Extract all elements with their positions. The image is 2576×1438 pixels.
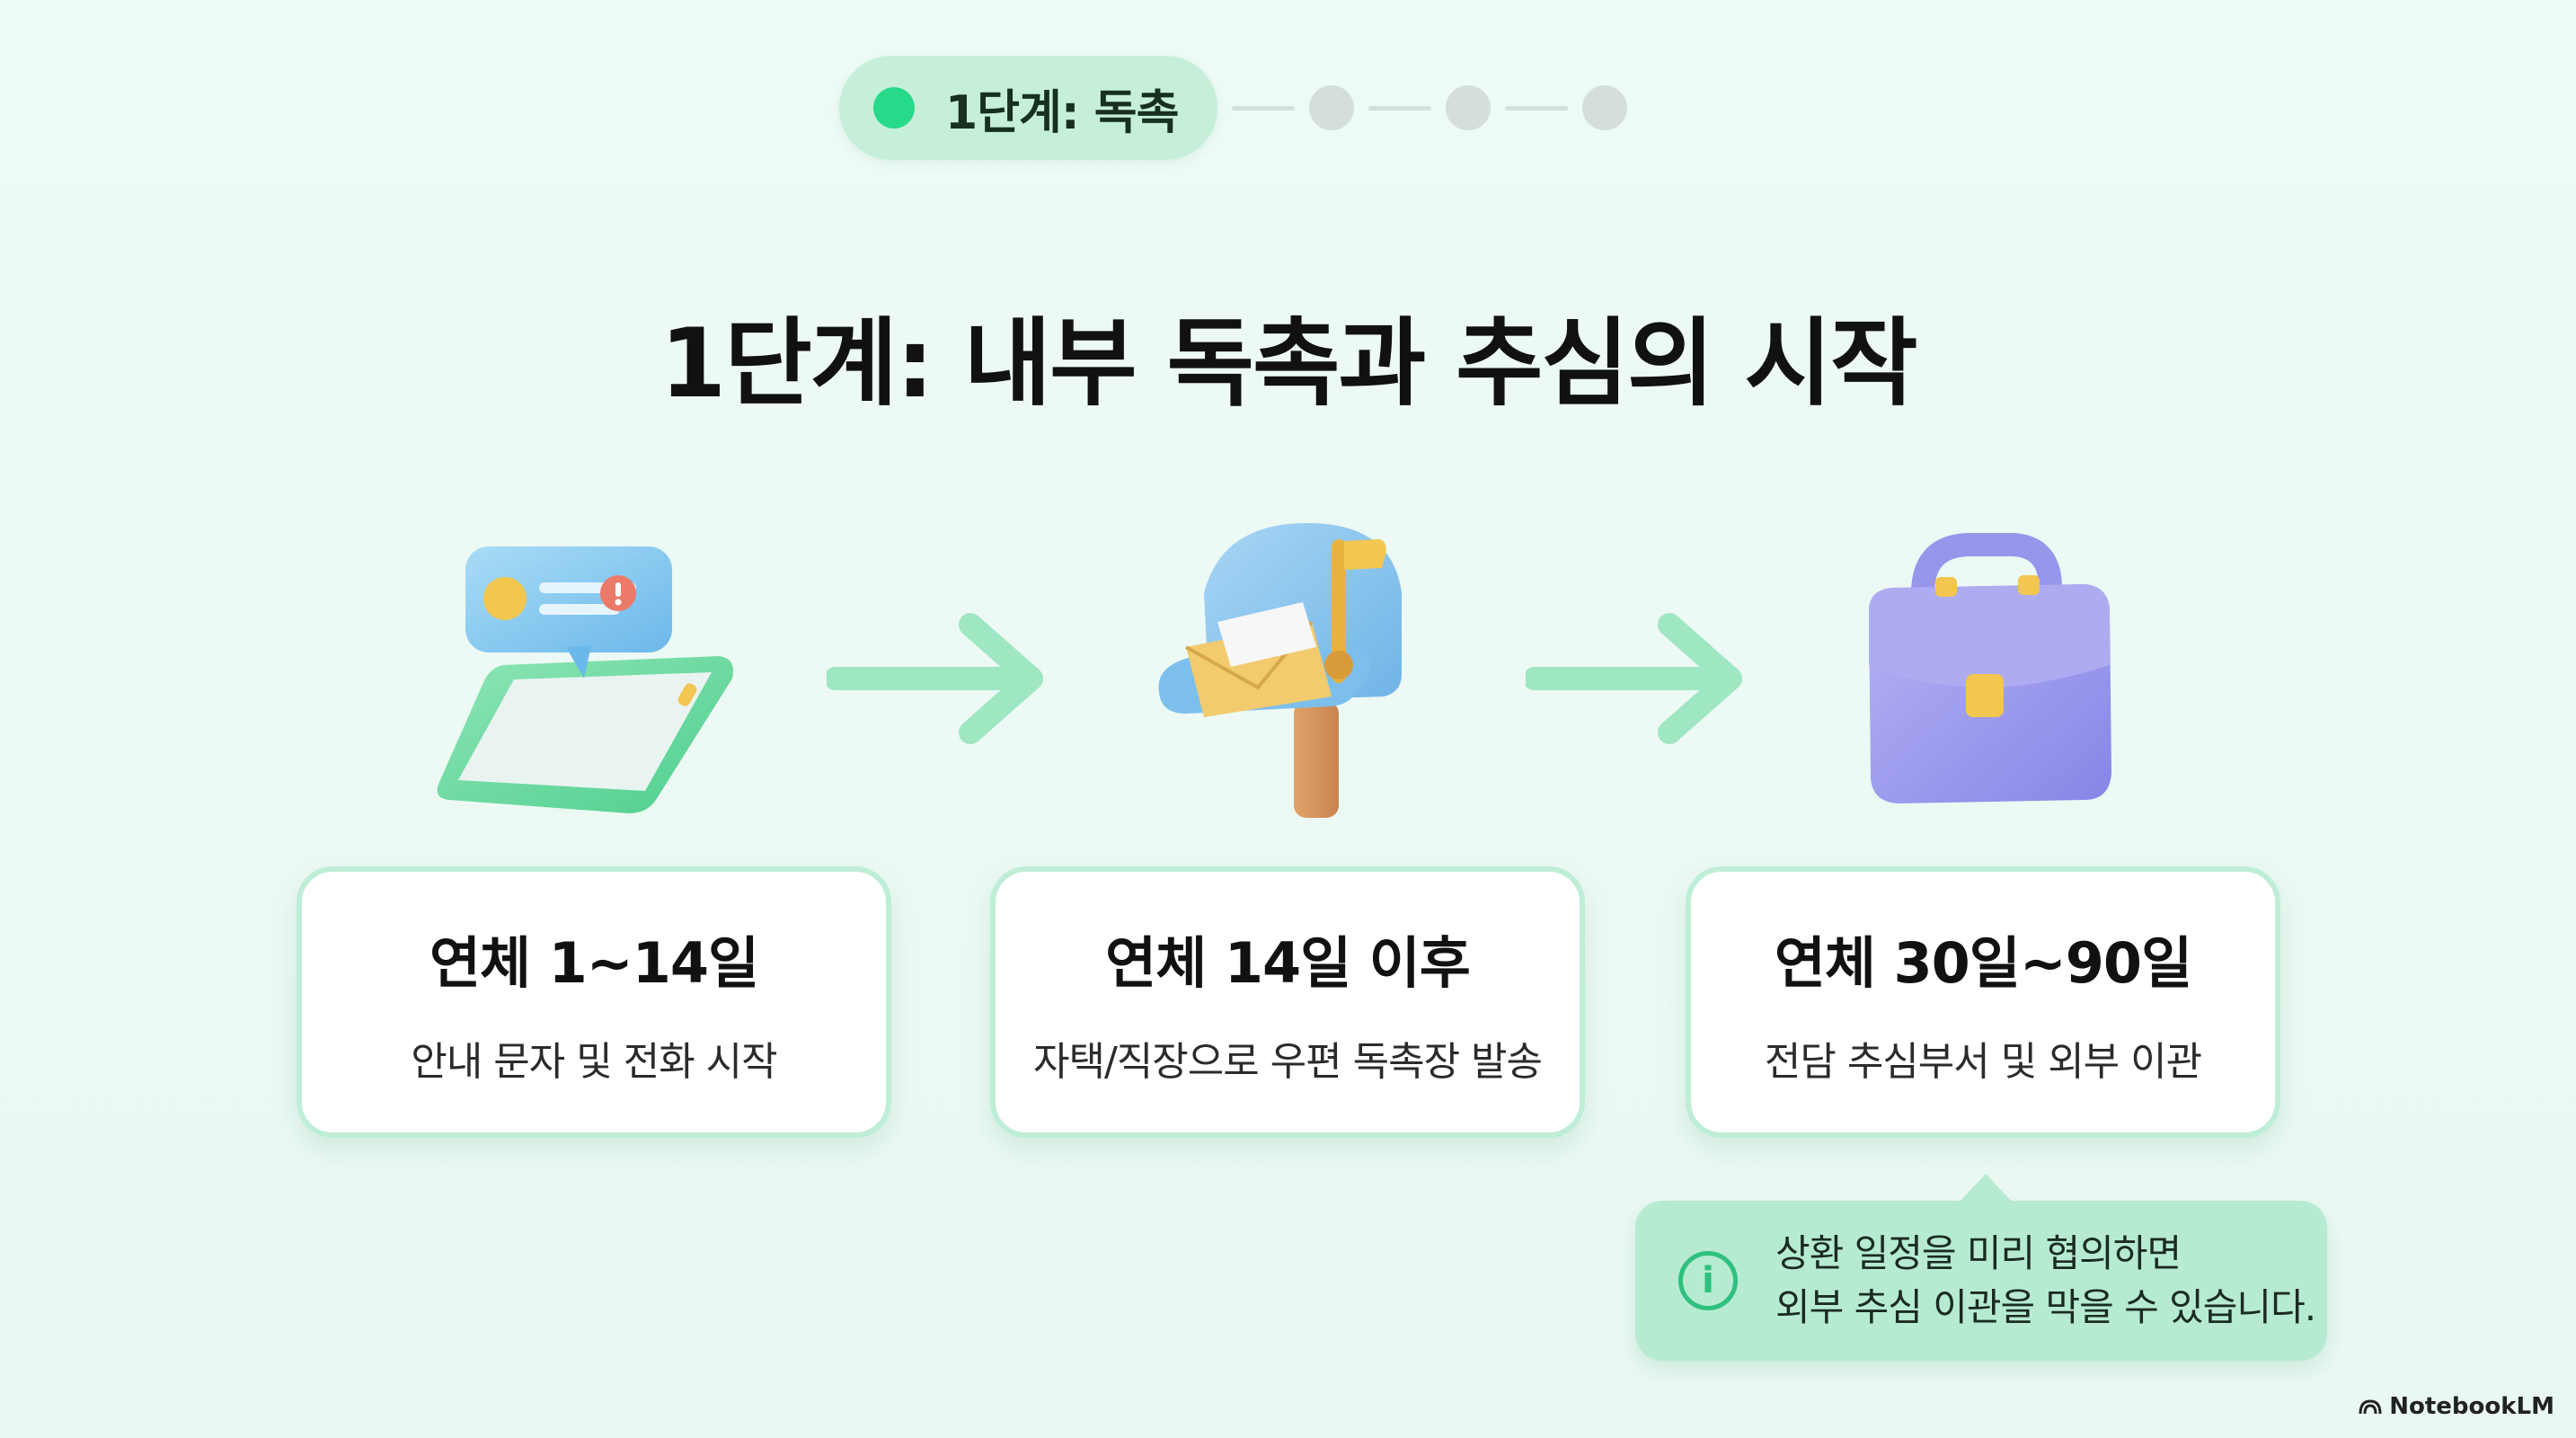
stage-card-title: 연체 14일 이후 <box>1105 930 1471 996</box>
stage-card-title: 연체 1~14일 <box>429 930 759 996</box>
tip-text: 상환 일정을 미리 협의하면 외부 추심 이관을 막을 수 있습니다. <box>1775 1227 2316 1335</box>
step-dot-4[interactable] <box>1582 85 1628 130</box>
step-connector <box>1368 105 1432 111</box>
step-connector <box>1232 105 1296 111</box>
step-dot-2[interactable] <box>1309 85 1355 130</box>
current-step-dot <box>873 87 915 129</box>
stage-card-desc: 전담 추심부서 및 외부 이관 <box>1764 1039 2202 1085</box>
mailbox-letter-icon <box>1158 522 1402 818</box>
briefcase-icon <box>1869 533 2111 803</box>
progress-stepper: 1단계: 독촉 <box>839 56 1628 160</box>
current-step-pill[interactable]: 1단계: 독촉 <box>839 56 1218 160</box>
arrow-right-icon <box>827 613 1043 744</box>
step-dot-3[interactable] <box>1446 85 1492 130</box>
stage-card-1: 연체 1~14일 안내 문자 및 전화 시작 <box>297 866 891 1138</box>
stage-card-3: 연체 30일~90일 전담 추심부서 및 외부 이관 <box>1686 866 2280 1138</box>
callout-pointer <box>1959 1174 2013 1203</box>
step-connector <box>1505 105 1569 111</box>
brand-label: NotebookLM <box>2389 1393 2554 1420</box>
info-icon: i <box>1678 1251 1738 1310</box>
stage-card-2: 연체 14일 이후 자택/직장으로 우편 독촉장 발송 <box>990 866 1585 1138</box>
stage-card-title: 연체 30일~90일 <box>1774 930 2192 996</box>
tip-line-2: 외부 추심 이관을 막을 수 있습니다. <box>1775 1285 2316 1329</box>
stage-card-desc: 안내 문자 및 전화 시작 <box>411 1039 777 1085</box>
brand-watermark: NotebookLM <box>2359 1393 2554 1420</box>
tip-line-1: 상환 일정을 미리 협의하면 <box>1775 1231 2182 1275</box>
phone-message-icon <box>437 546 733 813</box>
notebooklm-logo-icon <box>2359 1399 2382 1415</box>
stage-card-desc: 자택/직장으로 우편 독촉장 발송 <box>1032 1039 1543 1085</box>
page-title: 1단계: 내부 독촉과 추심의 시작 <box>659 308 1918 419</box>
tip-callout: i 상환 일정을 미리 협의하면 외부 추심 이관을 막을 수 있습니다. <box>1635 1201 2327 1361</box>
arrow-right-icon <box>1526 613 1742 744</box>
current-step-label: 1단계: 독촉 <box>945 85 1179 140</box>
